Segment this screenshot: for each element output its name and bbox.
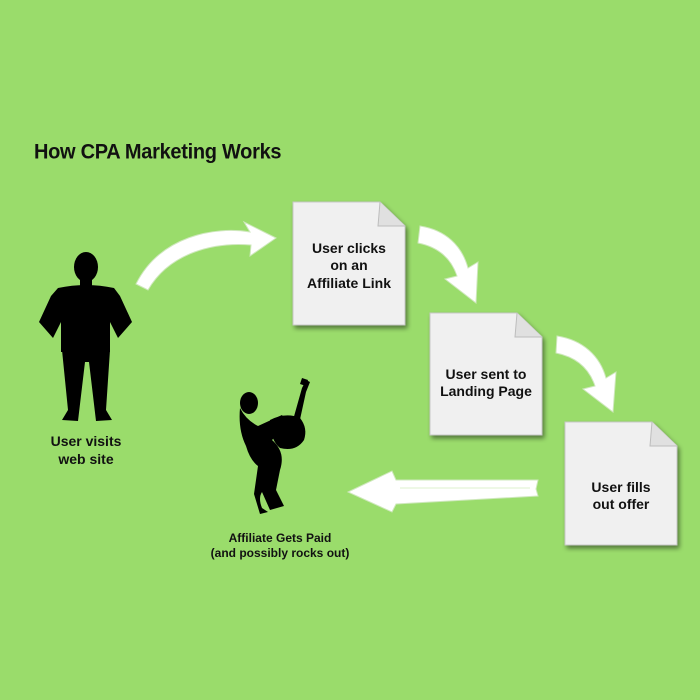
step-visit-site-label: User visits web site xyxy=(50,433,122,467)
step-affiliate-link-label: User clicks on an Affiliate Link xyxy=(306,239,391,291)
step-landing-page-label: User sent to Landing Page xyxy=(440,365,532,400)
step-fill-offer-label: User fills out offer xyxy=(591,478,651,513)
arrow-to-affiliate-link xyxy=(135,220,277,291)
arrow-to-landing-page xyxy=(417,225,479,304)
document-icon-landing-page xyxy=(429,312,543,436)
standing-man-icon xyxy=(39,252,132,421)
diagram-title: How CPA Marketing Works xyxy=(34,140,282,164)
step-affiliate-paid-label: Affiliate Gets Paid (and possibly rocks … xyxy=(210,531,350,560)
guitarist-icon xyxy=(239,378,310,514)
document-icon-fill-offer xyxy=(564,421,678,546)
arrow-to-affiliate-paid xyxy=(346,470,539,513)
arrow-to-fill-offer xyxy=(555,335,617,413)
document-icon-affiliate-link xyxy=(292,201,406,326)
